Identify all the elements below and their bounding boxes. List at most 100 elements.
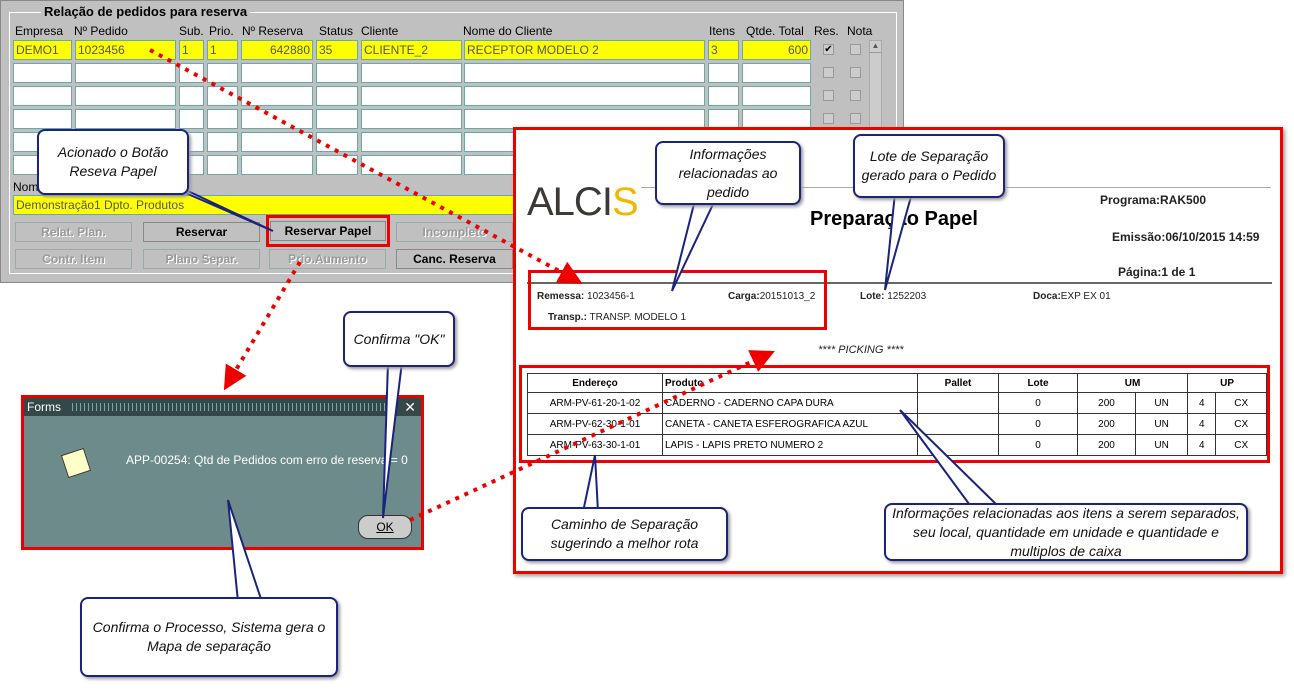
field-itens[interactable]: 3 xyxy=(708,40,739,60)
field-cliente[interactable] xyxy=(361,132,462,152)
plano-separ-button[interactable]: Plano Separ. xyxy=(143,249,260,269)
emissao: Emissão:06/10/2015 14:59 xyxy=(1112,230,1260,244)
nome-label: Nom xyxy=(13,180,39,194)
dialog-titlebar[interactable]: Forms ✕ xyxy=(24,398,421,416)
th-pallet: Pallet xyxy=(917,373,999,393)
field-cliente[interactable] xyxy=(361,155,462,175)
reservar-papel-button[interactable]: Reservar Papel xyxy=(270,221,386,241)
field-nome[interactable] xyxy=(464,63,705,83)
close-icon[interactable]: ✕ xyxy=(404,399,416,415)
nota-checkbox[interactable] xyxy=(850,67,861,78)
field-prio[interactable] xyxy=(207,63,238,83)
transp-value: TRANSP. MODELO 1 xyxy=(589,312,687,323)
field-itens[interactable] xyxy=(708,86,739,106)
nota-checkbox[interactable] xyxy=(850,113,861,124)
doca-value: EXP EX 01 xyxy=(1060,291,1111,302)
field-cliente[interactable] xyxy=(361,63,462,83)
table-cell xyxy=(917,413,999,435)
picking-heading: **** PICKING **** xyxy=(818,344,904,356)
table-cell: ARM-PV-63-30-1-01 xyxy=(527,434,663,456)
field-pedido[interactable] xyxy=(75,109,176,129)
field-reserva[interactable] xyxy=(241,155,313,175)
ok-button[interactable]: OK xyxy=(358,515,412,539)
table-cell: 0 xyxy=(998,392,1078,414)
field-pedido[interactable] xyxy=(75,86,176,106)
field-reserva[interactable] xyxy=(241,63,313,83)
scroll-up-icon[interactable]: ▲ xyxy=(870,41,881,53)
relat-plan-button[interactable]: Relat. Plan. xyxy=(15,222,132,242)
field-empresa[interactable]: DEMO1 xyxy=(13,40,72,60)
field-empresa[interactable] xyxy=(13,86,72,106)
field-empresa[interactable] xyxy=(13,63,72,83)
field-status[interactable] xyxy=(316,132,358,152)
field-sub[interactable]: 1 xyxy=(179,40,204,60)
field-prio[interactable]: 1 xyxy=(207,40,238,60)
table-cell xyxy=(917,392,999,414)
col-nome: Nome do Cliente xyxy=(463,24,553,38)
field-cliente[interactable] xyxy=(361,109,462,129)
lote-value: 1252203 xyxy=(887,291,927,302)
table-cell: UN xyxy=(1135,392,1189,414)
field-qtde[interactable]: 600 xyxy=(742,40,811,60)
field-status[interactable] xyxy=(316,63,358,83)
field-status[interactable] xyxy=(316,155,358,175)
nota-checkbox[interactable] xyxy=(850,90,861,101)
col-cliente: Cliente xyxy=(361,24,399,38)
canc-reserva-button[interactable]: Canc. Reserva xyxy=(396,249,513,269)
field-qtde[interactable] xyxy=(742,63,811,83)
incompleto-button[interactable]: Incompleto xyxy=(396,222,513,242)
field-itens[interactable] xyxy=(708,63,739,83)
field-itens[interactable] xyxy=(708,109,739,129)
nota-checkbox[interactable] xyxy=(850,44,861,55)
field-nome[interactable]: RECEPTOR MODELO 2 xyxy=(464,40,705,60)
field-reserva[interactable] xyxy=(241,86,313,106)
res-checkbox[interactable]: ✔ xyxy=(823,44,834,55)
dialog-message: APP-00254: Qtd de Pedidos com erro de re… xyxy=(126,453,408,467)
reservar-button[interactable]: Reservar xyxy=(143,222,260,242)
field-reserva[interactable]: 642880 xyxy=(241,40,313,60)
remessa-label: Remessa: xyxy=(537,291,585,302)
field-sub[interactable] xyxy=(179,63,204,83)
col-pedido: Nº Pedido xyxy=(74,24,128,38)
field-prio[interactable] xyxy=(207,155,238,175)
table-cell: 0 xyxy=(998,413,1078,435)
table-cell: CX xyxy=(1215,392,1267,414)
field-prio[interactable] xyxy=(207,86,238,106)
field-cliente[interactable] xyxy=(361,86,462,106)
field-sub[interactable] xyxy=(179,109,204,129)
field-reserva[interactable] xyxy=(241,132,313,152)
field-sub[interactable] xyxy=(179,86,204,106)
table-cell: 0 xyxy=(998,434,1078,456)
table-cell: 4 xyxy=(1187,434,1217,456)
field-prio[interactable] xyxy=(207,132,238,152)
table-cell: UN xyxy=(1135,413,1189,435)
field-pedido[interactable] xyxy=(75,63,176,83)
callout-confirma-processo: Confirma o Processo, Sistema gera o Mapa… xyxy=(80,597,338,677)
res-checkbox[interactable] xyxy=(823,113,834,124)
field-reserva[interactable] xyxy=(241,109,313,129)
table-cell: UN xyxy=(1135,434,1189,456)
res-checkbox[interactable] xyxy=(823,67,834,78)
field-qtde[interactable] xyxy=(742,109,811,129)
field-prio[interactable] xyxy=(207,109,238,129)
field-status[interactable]: 35 xyxy=(316,40,358,60)
col-empresa: Empresa xyxy=(15,24,64,38)
field-nome[interactable] xyxy=(464,86,705,106)
prio-aumento-button[interactable]: Prio.Aumento xyxy=(269,249,386,269)
field-status[interactable] xyxy=(316,86,358,106)
field-cliente[interactable]: CLIENTE_2 xyxy=(361,40,462,60)
th-lote: Lote xyxy=(998,373,1078,393)
field-status[interactable] xyxy=(316,109,358,129)
carga-label: Carga: xyxy=(728,291,760,302)
field-pedido[interactable]: 1023456 xyxy=(75,40,176,60)
res-checkbox[interactable] xyxy=(823,90,834,101)
field-empresa[interactable] xyxy=(13,109,72,129)
callout-acionado: Acionado o Botão Reseva Papel xyxy=(37,129,189,195)
table-cell: 4 xyxy=(1187,413,1217,435)
field-qtde[interactable] xyxy=(742,86,811,106)
field-nome[interactable] xyxy=(464,109,705,129)
table-header-row: Endereço Produto Pallet Lote UM UP xyxy=(527,373,1267,393)
contr-item-button[interactable]: Contr. Item xyxy=(15,249,132,269)
table-cell: 200 xyxy=(1076,392,1137,414)
scrollbar[interactable]: ▲ xyxy=(869,40,882,128)
